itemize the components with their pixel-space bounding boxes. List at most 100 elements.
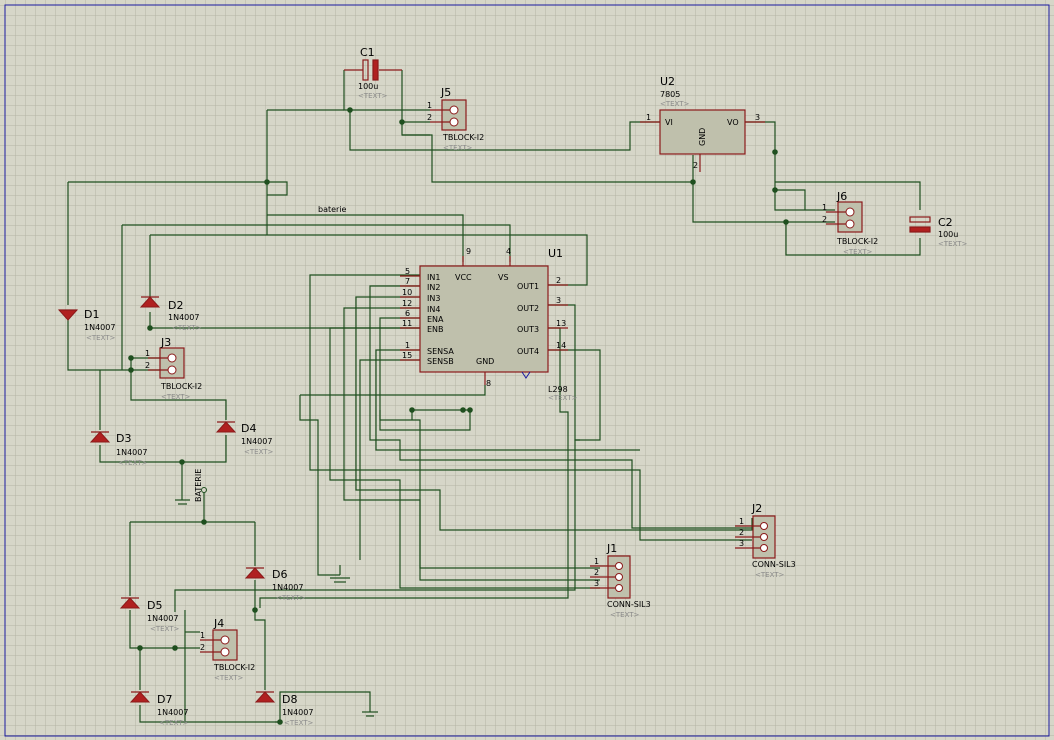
pin-name: ENB — [427, 325, 444, 334]
pin-num: 1 — [405, 341, 410, 350]
terminal-block-j6-value: TBLOCK-I2 — [836, 237, 878, 246]
diode-d2[interactable]: D2 1N4007 <TEXT> — [139, 296, 202, 332]
pin-num: 3 — [739, 539, 744, 548]
ic-u1-right-pins: 2 3 13 14 OUT1 OUT2 OUT3 OUT4 — [517, 276, 568, 356]
pin-name: OUT4 — [517, 347, 539, 356]
ic-u1-top-pins: 9 4 VCC VS — [455, 247, 511, 282]
pin-name: SENSA — [427, 347, 454, 356]
pin-name: IN4 — [427, 305, 440, 314]
pin-num: 11 — [402, 319, 412, 328]
pin-name: ENA — [427, 315, 444, 324]
diode-d5[interactable]: D5 1N4007 <TEXT> — [119, 597, 180, 633]
pin-num: 1 — [145, 349, 150, 358]
diode-d4[interactable]: D4 1N4007 <TEXT> — [215, 421, 274, 456]
connector-j2-value: CONN-SIL3 — [752, 560, 796, 569]
pin-num: 3 — [556, 296, 561, 305]
diode-d4-value: 1N4007 — [241, 437, 272, 446]
capacitor-c1[interactable]: C1 100u <TEXT> — [344, 46, 402, 100]
diode-d1-text-placeholder: <TEXT> — [86, 334, 116, 342]
power-label-baterie: BATERIE — [194, 469, 203, 502]
pin-num: 1 — [646, 113, 651, 122]
terminal-block-j4-text-placeholder: <TEXT> — [214, 674, 244, 682]
pin-num: 2 — [693, 161, 698, 170]
regulator-u2-body — [659, 109, 746, 155]
terminal-screw-icon — [449, 105, 459, 115]
diode-d4-text-placeholder: <TEXT> — [244, 448, 274, 456]
terminal-block-j5[interactable]: 1 2 J5 TBLOCK-I2 <TEXT> — [427, 86, 484, 152]
pin-num: 1 — [594, 557, 599, 566]
connector-j2-text-placeholder: <TEXT> — [755, 571, 785, 579]
pin-num: 12 — [402, 299, 412, 308]
pin-num: 2 — [200, 643, 205, 652]
diode-icon — [254, 691, 276, 703]
terminal-block-j6-text-placeholder: <TEXT> — [843, 248, 873, 256]
terminal-screw-icon — [220, 635, 230, 645]
diode-icon — [129, 691, 151, 703]
pin-num: 2 — [739, 528, 744, 537]
diode-d6[interactable]: D6 1N4007 <TEXT> — [244, 567, 306, 602]
diode-d7-value: 1N4007 — [157, 708, 188, 717]
terminal-block-j5-value: TBLOCK-I2 — [442, 133, 484, 142]
connector-j1-text-placeholder: <TEXT> — [610, 611, 640, 619]
diode-d8[interactable]: D8 1N4007 <TEXT> — [254, 691, 314, 727]
pin-num: 3 — [594, 579, 599, 588]
diode-icon — [139, 296, 161, 308]
diode-d1-ref: D1 — [84, 308, 99, 321]
connector-pin-icon — [760, 544, 768, 552]
diode-d3-value: 1N4007 — [116, 448, 147, 457]
pin-num: 2 — [556, 276, 561, 285]
pin-num: 9 — [466, 247, 471, 256]
diode-icon — [119, 597, 141, 609]
connector-j1-value: CONN-SIL3 — [607, 600, 651, 609]
pin-name: VS — [498, 273, 509, 282]
pin-num: 7 — [405, 277, 410, 286]
terminal-block-j6[interactable]: 1 2 J6 TBLOCK-I2 <TEXT> — [822, 190, 878, 256]
ic-u1-left-pins: 5 7 10 12 6 11 1 15 IN1 IN2 IN3 IN4 ENA … — [400, 267, 454, 366]
connector-j2[interactable]: 1 2 3 J2 CONN-SIL3 <TEXT> — [735, 502, 796, 579]
diode-d8-ref: D8 — [282, 693, 297, 706]
net-label-baterie: baterie — [318, 205, 347, 214]
pin-num: 1 — [200, 631, 205, 640]
diode-d8-value: 1N4007 — [282, 708, 313, 717]
terminal-screw-icon — [167, 365, 177, 375]
pin-num: 3 — [755, 113, 760, 122]
diode-d5-ref: D5 — [147, 599, 162, 612]
regulator-u2-text-placeholder: <TEXT> — [660, 100, 690, 108]
connector-pin-icon — [615, 573, 623, 581]
ic-u1[interactable]: U1 L298 <TEXT> 5 7 10 12 6 11 1 15 IN1 I… — [400, 247, 578, 402]
terminal-screw-icon — [845, 207, 855, 217]
pin-name: OUT1 — [517, 282, 539, 291]
pin-num: 14 — [556, 341, 566, 350]
pin-name: IN3 — [427, 294, 440, 303]
terminal-screw-icon — [845, 219, 855, 229]
pin-num: 2 — [145, 361, 150, 370]
pin-name: IN2 — [427, 283, 440, 292]
terminal-screw-icon — [220, 647, 230, 657]
regulator-u2-value: 7805 — [660, 90, 680, 99]
diode-icon — [89, 431, 111, 443]
diode-d6-text-placeholder: <TEXT> — [276, 594, 306, 602]
terminal-block-j4[interactable]: 1 2 J4 TBLOCK-I2 <TEXT> — [200, 617, 255, 682]
capacitor-c2[interactable]: C2 100u <TEXT> — [909, 216, 968, 248]
pin-num: 8 — [486, 379, 491, 388]
regulator-u2[interactable]: U2 7805 <TEXT> 1 3 2 VI VO GND — [640, 75, 765, 172]
capacitor-plate — [362, 59, 369, 81]
pin-num: 2 — [594, 568, 599, 577]
connector-j1[interactable]: 1 2 3 J1 CONN-SIL3 <TEXT> — [590, 542, 651, 619]
diode-d1[interactable]: D1 1N4007 <TEXT> — [57, 308, 116, 342]
terminal-block-j3[interactable]: 1 2 J3 TBLOCK-I2 <TEXT> — [145, 336, 202, 401]
pin-name: OUT2 — [517, 304, 539, 313]
diode-d7-ref: D7 — [157, 693, 172, 706]
diode-d3[interactable]: D3 1N4007 <TEXT> — [89, 431, 148, 467]
regulator-u2-ref: U2 — [660, 75, 675, 88]
pin-num: 4 — [506, 247, 511, 256]
terminal-block-j5-ref: J5 — [440, 86, 451, 99]
terminal-block-j4-ref: J4 — [213, 617, 224, 630]
diode-d6-value: 1N4007 — [272, 583, 303, 592]
diode-d7[interactable]: D7 1N4007 <TEXT> — [129, 691, 189, 727]
capacitor-plate — [372, 59, 379, 81]
pin-num: 1 — [822, 203, 827, 212]
capacitor-plate — [909, 216, 931, 223]
diode-icon — [215, 421, 237, 433]
